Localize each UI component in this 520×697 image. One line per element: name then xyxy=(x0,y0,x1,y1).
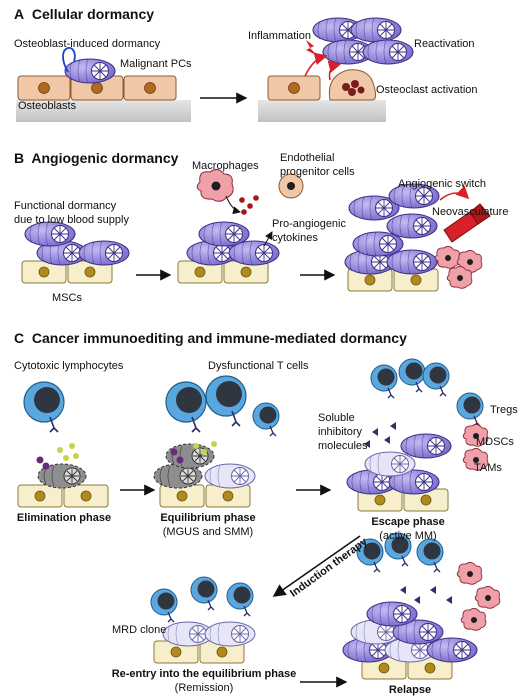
panel-a-title: Cellular dormancy xyxy=(31,6,155,22)
label-soluble-2: inhibitory xyxy=(318,426,363,438)
label-soluble-1: Soluble xyxy=(318,412,355,424)
label-functional-dormancy-2: due to low blood supply xyxy=(14,214,129,226)
label-pro-angiogenic-2: cytokines xyxy=(272,232,318,244)
label-soluble-3: molecules xyxy=(318,440,368,452)
label-reactivation: Reactivation xyxy=(414,38,475,50)
panel-b-title: Angiogenic dormancy xyxy=(31,150,179,166)
label-remission: (Remission) xyxy=(174,682,234,694)
panel-c-graphics xyxy=(17,358,501,688)
panel-b-letter: B xyxy=(14,150,25,166)
label-equilibrium-sub: (MGUS and SMM) xyxy=(162,526,254,538)
panel-b-header: B Angiogenic dormancy xyxy=(14,150,178,166)
panel-a-letter: A xyxy=(14,6,25,22)
label-endothelial-2: progenitor cells xyxy=(280,166,355,178)
label-osteoblast-induced-dormancy: Osteoblast-induced dormancy xyxy=(14,38,161,50)
inflammation-bolt xyxy=(306,40,318,56)
label-relapse: Relapse xyxy=(388,684,432,696)
label-escape-sub: (active MM) xyxy=(379,530,437,542)
label-functional-dormancy-1: Functional dormancy xyxy=(14,200,117,212)
label-neovasculature: Neovasculature xyxy=(432,206,509,218)
panel-b-graphics xyxy=(21,168,491,292)
induction-therapy-arrow xyxy=(272,535,361,597)
panel-c-letter: C xyxy=(14,330,25,346)
label-mscs: MSCs xyxy=(52,292,82,304)
label-endothelial-1: Endothelial xyxy=(280,152,335,164)
panel-c-header: C Cancer immunoediting and immune-mediat… xyxy=(14,330,407,346)
label-malignant-pcs: Malignant PCs xyxy=(120,58,192,70)
label-angiogenic-switch: Angiogenic switch xyxy=(398,178,487,190)
label-tregs: Tregs xyxy=(490,404,518,416)
label-reentry: Re-entry into the equilibrium phase xyxy=(111,668,297,680)
macrophage xyxy=(196,168,234,202)
label-macrophages: Macrophages xyxy=(192,160,259,172)
dormancy-signal-arc xyxy=(62,47,76,73)
bone-surface-right xyxy=(258,100,386,122)
label-equilibrium-phase: Equilibrium phase xyxy=(160,512,256,524)
label-osteoclast-activation: Osteoclast activation xyxy=(376,84,478,96)
panel-a-header: A Cellular dormancy xyxy=(14,6,154,22)
label-cytotoxic-lymphocytes: Cytotoxic lymphocytes xyxy=(14,360,124,372)
label-tams: TAMs xyxy=(474,462,502,474)
label-osteoblasts: Osteoblasts xyxy=(18,100,77,112)
label-mrd-clone: MRD clone xyxy=(112,624,167,636)
label-inflammation: Inflammation xyxy=(248,30,311,42)
panel-c-title: Cancer immunoediting and immune-mediated… xyxy=(31,330,407,346)
label-elimination-phase: Elimination phase xyxy=(16,512,112,524)
bone-surface-left xyxy=(16,100,191,122)
label-pro-angiogenic-1: Pro-angiogenic xyxy=(272,218,346,230)
label-escape-phase: Escape phase xyxy=(371,516,445,528)
label-dysfunctional-t-cells: Dysfunctional T cells xyxy=(208,360,309,372)
label-mdscs: MDSCs xyxy=(476,436,514,448)
panel-a-graphics xyxy=(16,17,414,122)
